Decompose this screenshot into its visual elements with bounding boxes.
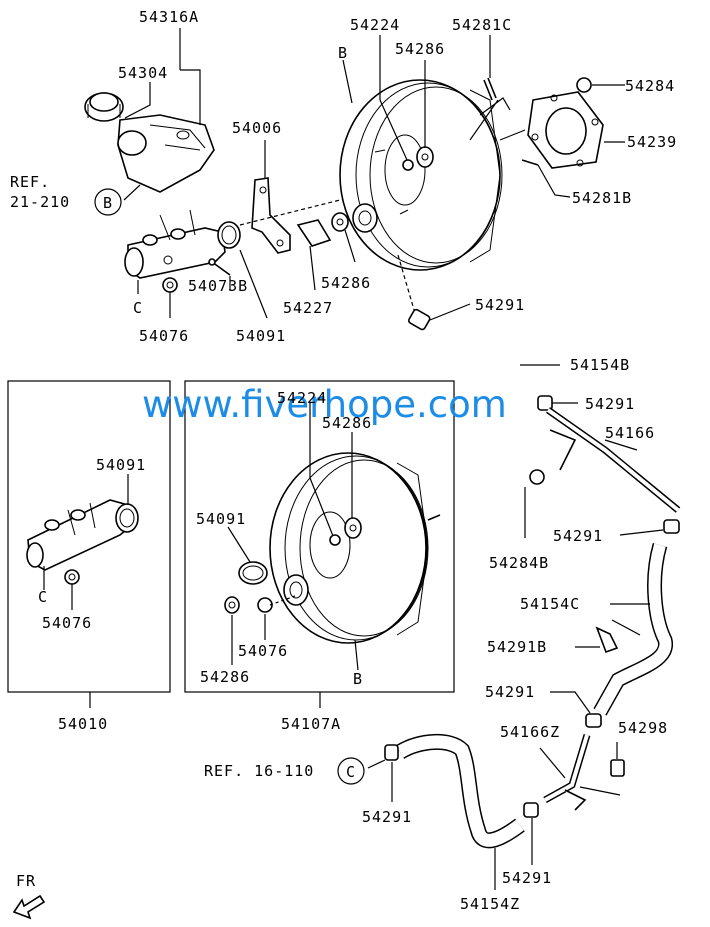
watermark: www.fiverhope.com [142, 383, 507, 426]
pin-54281B [521, 159, 571, 198]
label-54316A: 54316A [139, 8, 199, 26]
label-54166Z: 54166Z [500, 723, 560, 741]
label-54286-b: 54286 [322, 414, 372, 432]
label-54281C: 54281C [452, 16, 512, 34]
label-54154Z: 54154Z [460, 895, 520, 913]
label-ref-21-b: 21-210 [10, 193, 70, 211]
hose-54154Z [395, 733, 525, 890]
label-54091-mid: 54091 [196, 510, 246, 528]
label-54076-left: 54076 [42, 614, 92, 632]
front-arrow-icon [12, 894, 46, 920]
label-54286-top: 54286 [395, 40, 445, 58]
sensor-54227 [296, 219, 332, 291]
inset-box-54010 [7, 380, 171, 693]
label-booster-b-bottom: B [353, 670, 363, 688]
label-circle-c: C [346, 763, 356, 781]
label-ref-16-110: REF. 16-110 [204, 762, 314, 780]
label-54284: 54284 [625, 77, 675, 95]
hose-54154C [593, 542, 673, 716]
label-54291B: 54291B [487, 638, 547, 656]
bolt-54284B [524, 469, 545, 538]
label-54166: 54166 [605, 424, 655, 442]
label-54224: 54224 [350, 16, 400, 34]
label-c-top: C [133, 299, 143, 317]
clip-54291B [575, 626, 619, 654]
label-54091-top: 54091 [236, 327, 286, 345]
clip-54281C [483, 35, 497, 101]
bolt-54284 [576, 77, 625, 93]
label-54010: 54010 [58, 715, 108, 733]
label-54154C: 54154C [520, 595, 580, 613]
label-54227: 54227 [283, 299, 333, 317]
brake-booster-inset [224, 452, 441, 644]
label-54239: 54239 [627, 133, 677, 151]
label-54291-d: 54291 [485, 683, 535, 701]
valve-54298 [610, 742, 625, 777]
label-circle-b: B [103, 194, 113, 212]
master-cylinder-inset [26, 499, 139, 585]
label-54291-a: 54291 [475, 296, 525, 314]
label-54154B: 54154B [570, 356, 630, 374]
gasket-54239 [527, 91, 604, 169]
label-booster-b-top: B [338, 44, 348, 62]
label-54298: 54298 [618, 719, 668, 737]
label-fr: FR [16, 872, 36, 890]
ref-marker-b [94, 188, 122, 216]
label-54291-e: 54291 [362, 808, 412, 826]
label-54284B: 54284B [489, 554, 549, 572]
label-c-left: C [38, 588, 48, 606]
brake-booster-top [331, 79, 503, 271]
label-54224-b: 54224 [277, 389, 327, 407]
label-54281B: 54281B [572, 189, 632, 207]
ref-marker-c [337, 757, 365, 785]
label-54076-mid: 54076 [238, 642, 288, 660]
label-54286-mid: 54286 [321, 274, 371, 292]
pipe-54166Z [539, 733, 621, 811]
pipe-54166 [545, 407, 681, 513]
label-54006: 54006 [232, 119, 282, 137]
master-cylinder-assembly [84, 92, 241, 293]
bracket-54006 [251, 140, 291, 254]
label-ref-21-a: REF. [10, 173, 50, 191]
label-54107A: 54107A [281, 715, 341, 733]
label-54286-mid2: 54286 [200, 668, 250, 686]
label-54291-c: 54291 [553, 527, 603, 545]
label-54091-left: 54091 [96, 456, 146, 474]
label-54073B: 54073B [188, 277, 248, 295]
vacuum-hose-54154B [397, 254, 560, 407]
label-54304: 54304 [118, 64, 168, 82]
label-54291-f: 54291 [502, 869, 552, 887]
label-54291-b: 54291 [585, 395, 635, 413]
label-54076-top: 54076 [139, 327, 189, 345]
